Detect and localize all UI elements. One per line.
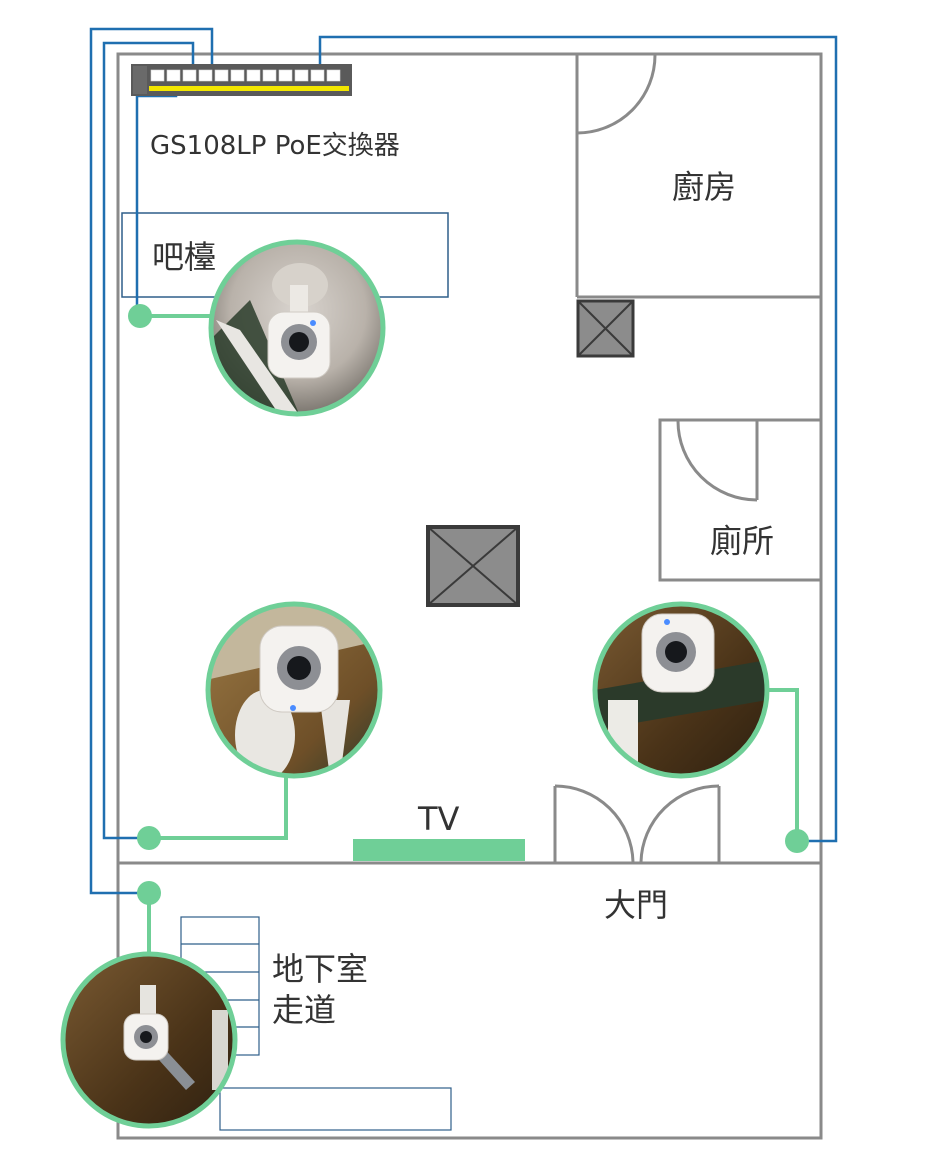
bar-label: 吧檯: [152, 238, 216, 276]
camera-links: [140, 314, 799, 954]
tv-unit: [353, 839, 525, 861]
entrance-door: [553, 784, 721, 863]
tv-label: TV: [417, 800, 460, 838]
camera-living-right[interactable]: [592, 601, 770, 779]
camera-icon: [123, 1013, 169, 1061]
toilet-door: [676, 420, 759, 502]
camera-basement[interactable]: [60, 951, 238, 1129]
camera-icon: [641, 613, 715, 693]
camera-icon: [259, 625, 339, 713]
basement-corridor: [219, 1087, 452, 1131]
camera-living-left[interactable]: [205, 601, 383, 780]
pillar-large: [426, 525, 520, 607]
basement-label-line1: 地下室: [272, 950, 368, 988]
toilet-room: [658, 418, 823, 582]
entrance-label: 大門: [604, 886, 668, 924]
link-dots: [128, 304, 809, 905]
basement-label-line2: 走道: [272, 991, 336, 1029]
toilet-label: 廁所: [710, 522, 774, 560]
outer-wall: [116, 52, 823, 1140]
switch-label: GS108LP PoE交換器: [150, 131, 400, 161]
kitchen-door: [576, 54, 657, 135]
walls: [116, 52, 823, 1140]
cable-basement-camera: [89, 27, 214, 895]
cable-bar-camera: [135, 76, 178, 316]
camera-icon: [267, 311, 331, 379]
cable-right-camera: [318, 35, 838, 843]
camera-bar[interactable]: [208, 239, 386, 417]
switch-ports: [150, 69, 341, 82]
poe-switch: [131, 64, 352, 96]
kitchen-label: 廚房: [672, 168, 736, 206]
pillar-small: [576, 299, 635, 358]
cable-left-camera: [102, 41, 195, 840]
